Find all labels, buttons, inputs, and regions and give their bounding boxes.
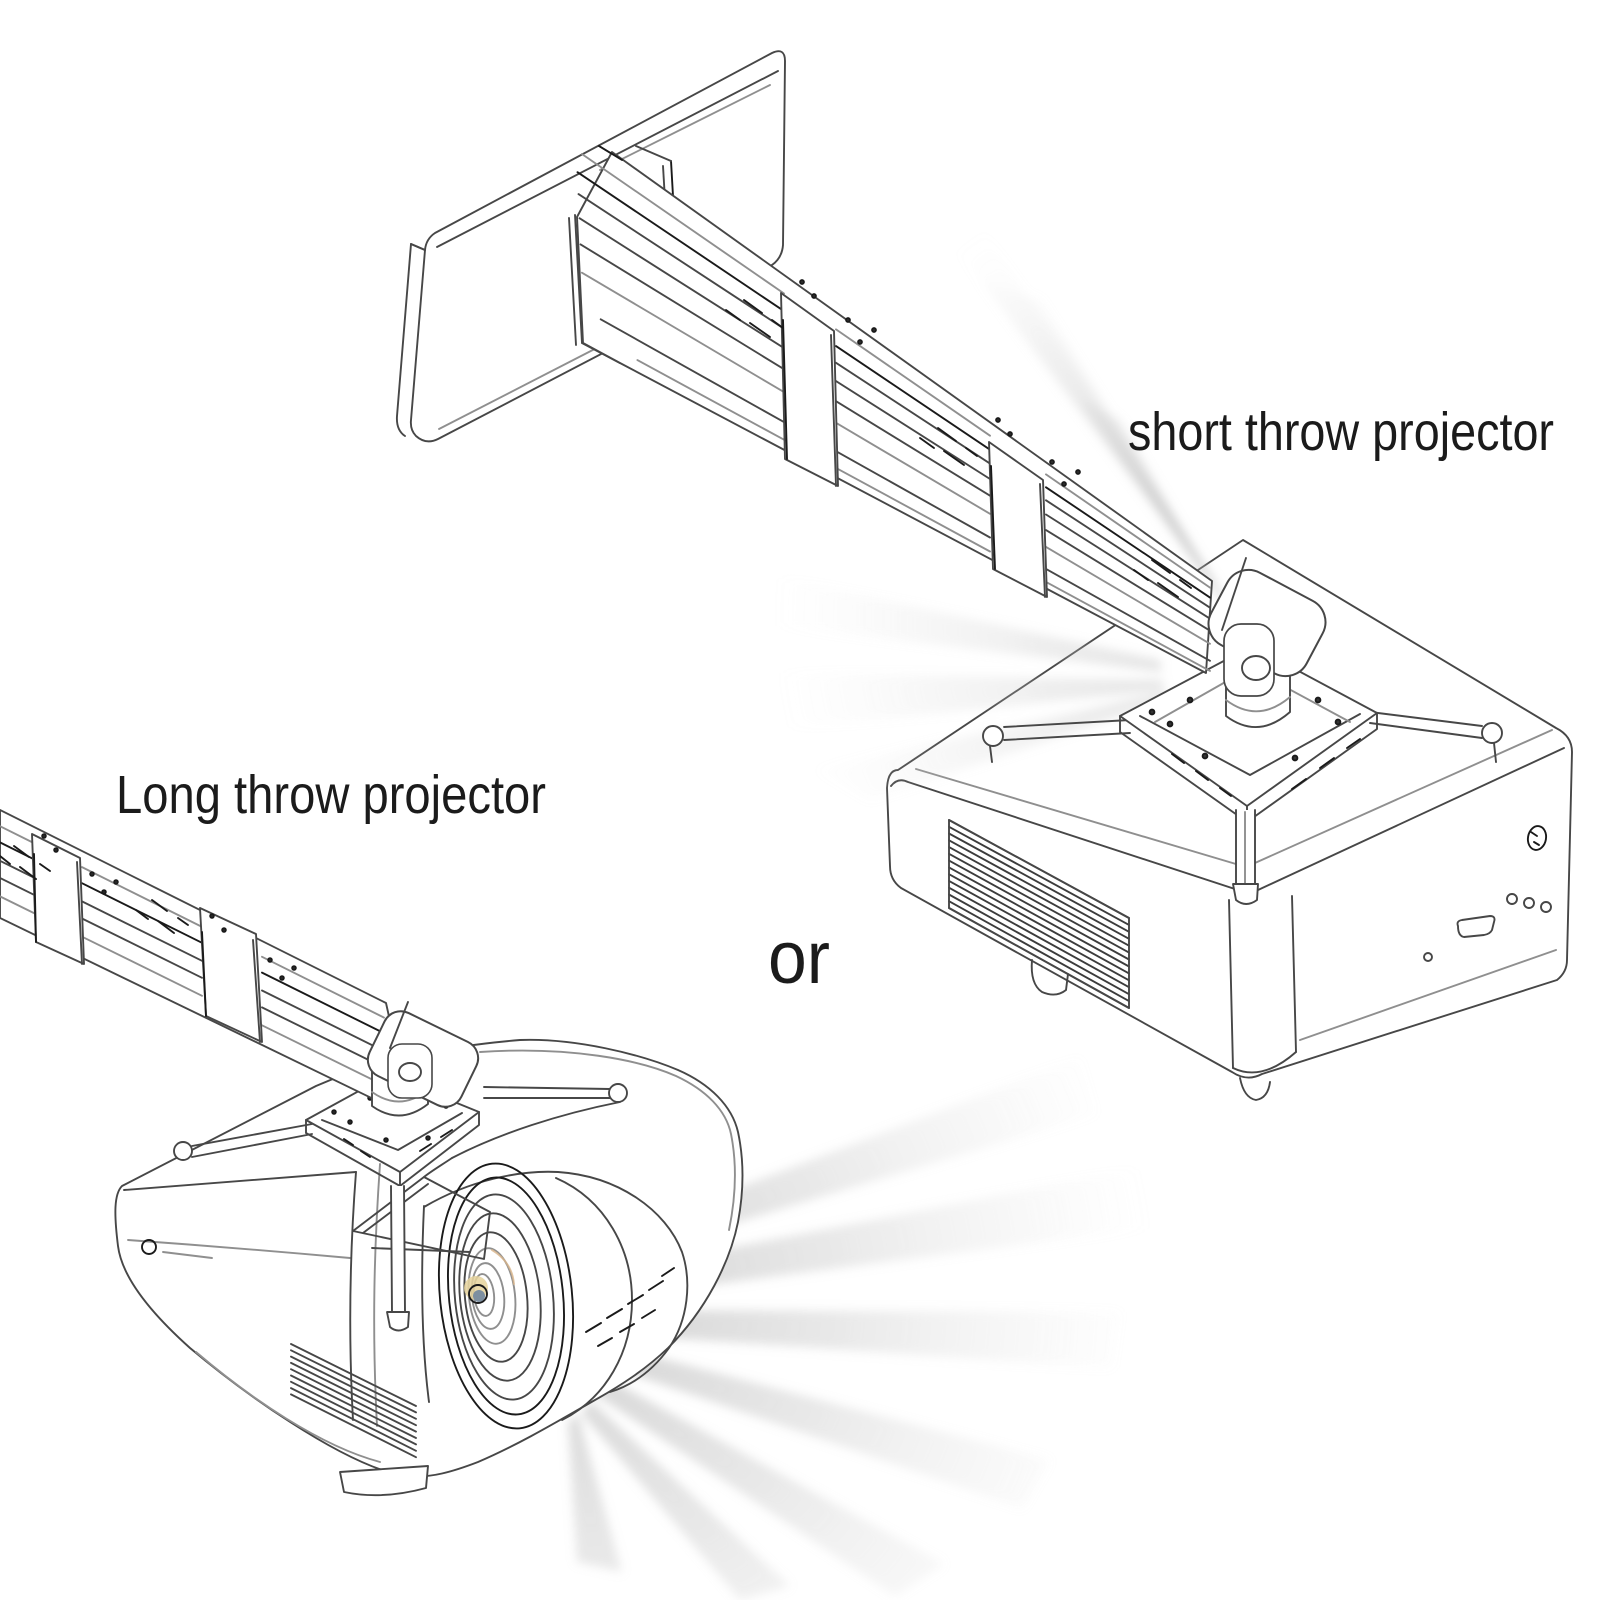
svg-text:Long throw projector: Long throw projector: [116, 765, 546, 825]
svg-text:short throw projector: short throw projector: [1128, 402, 1554, 462]
svg-text:or: or: [768, 916, 830, 999]
